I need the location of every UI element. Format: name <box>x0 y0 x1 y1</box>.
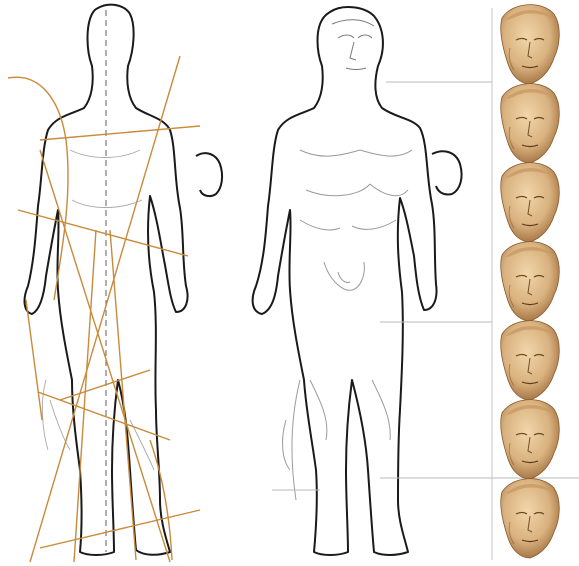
head-module-2 <box>501 84 560 163</box>
head-module-6 <box>501 400 560 479</box>
head-sculpture-icon <box>501 84 560 163</box>
head-sculpture-icon <box>501 479 560 558</box>
head-module-column <box>492 5 559 560</box>
middle-figure-face <box>332 20 374 70</box>
head-module-3 <box>501 163 560 242</box>
head-module-1 <box>501 5 560 84</box>
head-module-4 <box>501 242 560 321</box>
head-sculpture-icon <box>501 5 560 84</box>
head-module-7 <box>501 479 560 558</box>
middle-figure-outline <box>253 7 437 555</box>
head-module-5 <box>501 321 560 400</box>
head-sculpture-icon <box>501 242 560 321</box>
head-sculpture-icon <box>501 321 560 400</box>
left-figure <box>8 5 222 562</box>
left-figure-right-hand <box>196 153 222 196</box>
middle-figure-right-hand <box>432 151 462 194</box>
head-sculpture-icon <box>501 163 560 242</box>
head-sculpture-icon <box>501 400 560 479</box>
